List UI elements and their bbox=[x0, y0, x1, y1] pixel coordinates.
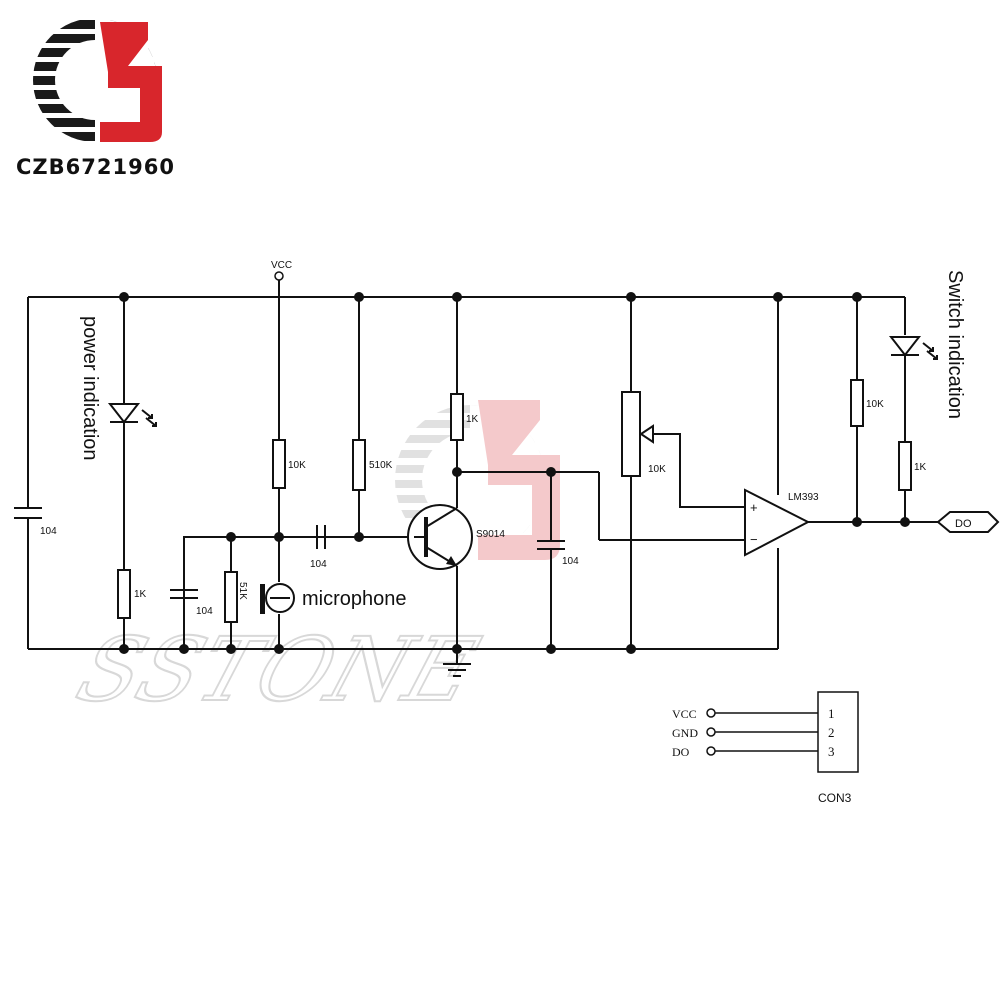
resistor-pullup-10k bbox=[850, 379, 864, 427]
capacitor-c1-label: 104 bbox=[40, 526, 57, 537]
potentiometer: 10K bbox=[621, 297, 745, 649]
resistor-power-led bbox=[117, 569, 131, 619]
resistor-51k bbox=[224, 571, 238, 623]
connector-pin-1-signal: VCC bbox=[672, 707, 697, 721]
resistor-switch-led bbox=[898, 441, 912, 491]
resistor-power-led-label: 1K bbox=[134, 589, 147, 600]
mic-stage: 104 51K 10K microphone 104 510K bbox=[170, 297, 414, 649]
connector-body bbox=[817, 691, 859, 773]
transistor-s9014: S9014 bbox=[407, 504, 505, 570]
resistor-1k-collector-label: 1K bbox=[466, 414, 479, 425]
connector-label: CON3 bbox=[818, 791, 852, 805]
microphone-icon bbox=[260, 583, 295, 614]
logo-zb-cutout bbox=[118, 98, 138, 116]
connector-pin-3-signal: DO bbox=[672, 745, 690, 759]
microphone-label: microphone bbox=[302, 588, 407, 610]
resistor-510k-label: 510K bbox=[369, 460, 393, 471]
connector-con3: VCC 1 GND 2 DO 3 CON3 bbox=[672, 691, 859, 805]
ground-icon bbox=[443, 663, 471, 677]
switch-indication-label: Switch indication bbox=[944, 270, 966, 419]
connector-pin-3-number: 3 bbox=[828, 744, 835, 759]
power-led bbox=[107, 403, 157, 427]
capacitor-coupling-label: 104 bbox=[310, 559, 327, 570]
resistor-10k-mic-label: 10K bbox=[288, 460, 306, 471]
opamp-plus: + bbox=[750, 500, 758, 515]
potentiometer-wiper-icon bbox=[639, 424, 654, 444]
power-indication-label: power indication bbox=[79, 316, 101, 461]
brand-name: CZB6721960 bbox=[16, 155, 175, 179]
capacitor-c1: 104 bbox=[14, 297, 57, 649]
capacitor-mic-label: 104 bbox=[196, 606, 213, 617]
switch-led bbox=[888, 336, 938, 360]
connector-pin-3: DO 3 bbox=[672, 744, 835, 759]
comparator-lm393: + − LM393 bbox=[744, 297, 938, 649]
resistor-510k bbox=[352, 439, 366, 491]
capacitor-collector-label: 104 bbox=[562, 556, 579, 567]
watermark-text: SSTONE bbox=[66, 619, 490, 721]
power-rail bbox=[28, 296, 906, 335]
transistor-stage: 1K S9014 104 bbox=[407, 297, 745, 677]
watermark-logo bbox=[395, 400, 560, 560]
junction-dots bbox=[119, 292, 910, 654]
connector-pin-2-number: 2 bbox=[828, 725, 835, 740]
opamp-minus: − bbox=[750, 532, 758, 547]
resistor-10k-mic bbox=[272, 439, 286, 489]
output-do-label: DO bbox=[955, 518, 972, 530]
output-do-tag: DO bbox=[936, 511, 1000, 533]
power-led-branch: 1K power indication bbox=[79, 297, 157, 649]
vcc-label: VCC bbox=[271, 260, 292, 271]
connector-pin-1-number: 1 bbox=[828, 706, 835, 721]
opamp-triangle bbox=[744, 488, 811, 557]
resistor-1k-collector bbox=[450, 393, 464, 441]
brand-logo: CZB6721960 bbox=[16, 20, 175, 179]
connector-pin-2-signal: GND bbox=[672, 726, 698, 740]
output-stage: 10K 1K Switch indication DO bbox=[850, 270, 1000, 533]
resistor-pullup-label: 10K bbox=[866, 399, 884, 410]
connector-pin-2: GND 2 bbox=[672, 725, 835, 740]
comparator-label: LM393 bbox=[788, 492, 819, 503]
potentiometer-body bbox=[621, 391, 641, 477]
resistor-switch-led-label: 1K bbox=[914, 462, 927, 473]
logo-zb-mark bbox=[100, 22, 162, 142]
vcc-terminal: VCC bbox=[271, 260, 292, 297]
potentiometer-label: 10K bbox=[648, 464, 666, 475]
resistor-51k-label: 51K bbox=[237, 582, 248, 600]
transistor-label: S9014 bbox=[476, 529, 505, 540]
connector-pin-1: VCC 1 bbox=[672, 706, 835, 721]
